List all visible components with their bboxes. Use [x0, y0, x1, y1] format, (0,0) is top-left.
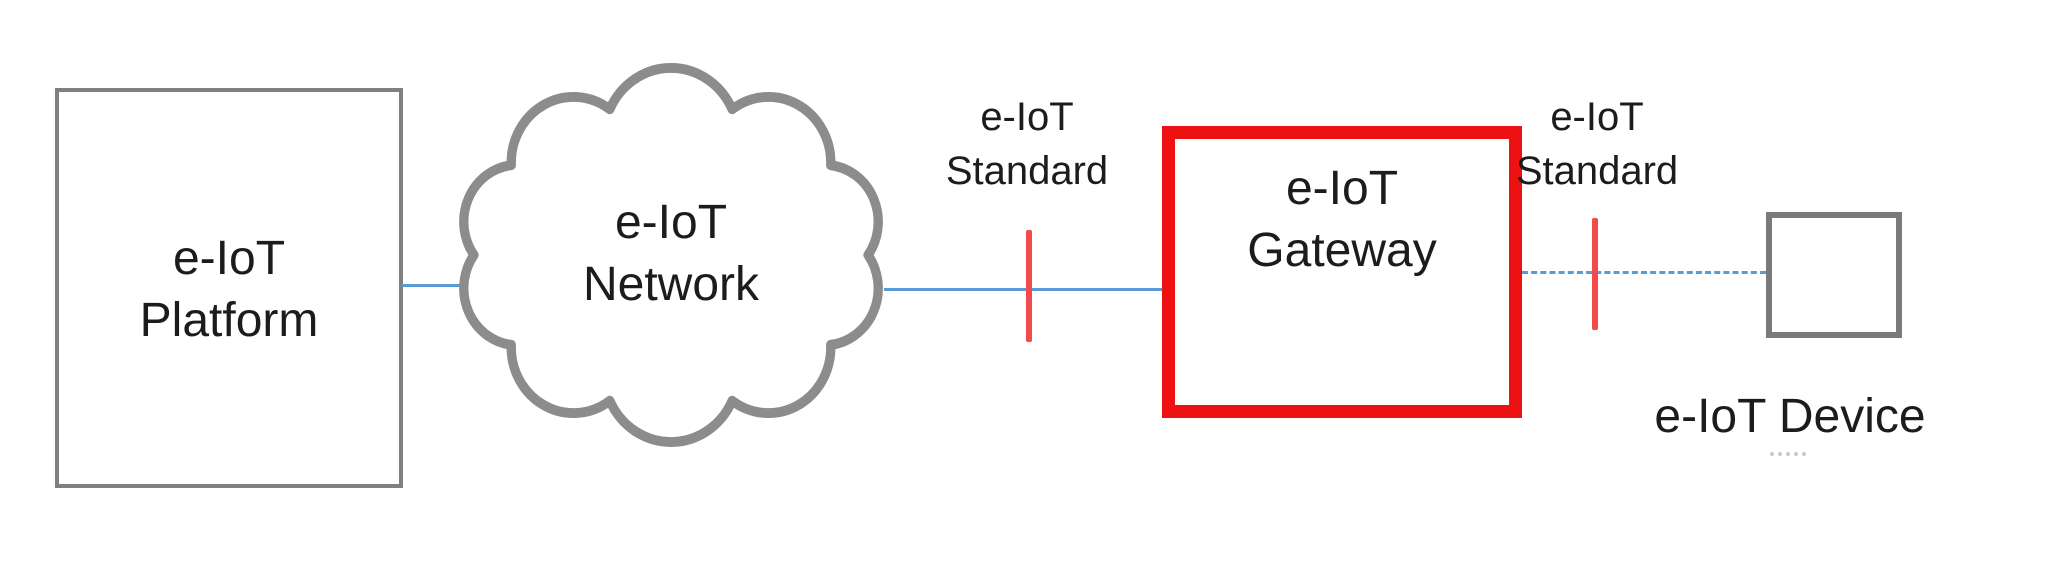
network-gateway-link — [884, 288, 1166, 291]
device-label: e-IoT Device — [1615, 386, 1965, 448]
device-box — [1766, 212, 1902, 338]
standard-right-label-line1: e-IoT — [1550, 95, 1644, 139]
standard-left-label-line2: Standard — [945, 149, 1109, 193]
standard-right-label: e-IoT Standard — [1462, 90, 1732, 198]
platform-label-line1: e-IoT — [172, 232, 286, 285]
standard-tick-left — [1026, 230, 1032, 342]
network-label: e-IoT Network — [495, 192, 847, 316]
gateway-box — [1162, 126, 1522, 418]
gateway-label-line1: e-IoT — [1285, 162, 1399, 215]
network-label-line1: e-IoT — [614, 196, 728, 249]
gateway-label-line2: Gateway — [1247, 224, 1437, 277]
platform-label-line2: Platform — [139, 294, 319, 347]
gateway-label: e-IoT Gateway — [1162, 158, 1522, 282]
standard-left-label-line1: e-IoT — [980, 95, 1074, 139]
platform-network-link — [402, 284, 468, 287]
network-cloud-shape — [459, 63, 883, 447]
network-label-line2: Network — [582, 258, 760, 311]
gateway-device-link — [1522, 271, 1766, 274]
standard-tick-right — [1592, 218, 1598, 330]
standard-right-label-line2: Standard — [1515, 149, 1679, 193]
platform-box — [55, 88, 403, 488]
platform-label: e-IoT Platform — [55, 228, 403, 352]
standard-left-label: e-IoT Standard — [892, 90, 1162, 198]
stray-mark — [1770, 452, 1806, 456]
device-label-text: e-IoT Device — [1654, 390, 1926, 443]
